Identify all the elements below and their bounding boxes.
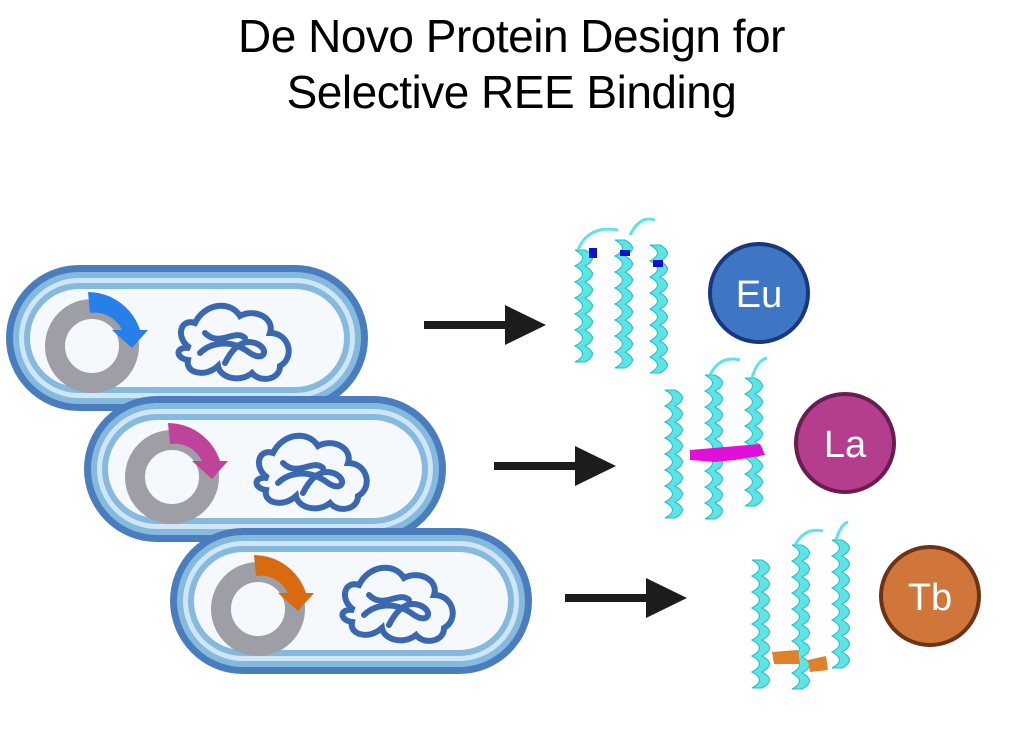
- arrow-right-icon: [565, 578, 687, 618]
- ion-badge-tb: Tb: [879, 545, 981, 647]
- plasmid-icon: [125, 423, 228, 524]
- protein-structure-eu: [573, 217, 668, 374]
- cell-eu: [6, 265, 368, 411]
- title-line-1: De Novo Protein Design for: [238, 10, 785, 62]
- cell-la: [84, 396, 446, 542]
- cell-tb: [170, 528, 532, 674]
- arrow-right-icon: [424, 305, 546, 345]
- plasmid-icon: [211, 555, 314, 656]
- ion-badge-la: La: [794, 392, 896, 494]
- protein-structure-la: [663, 356, 768, 520]
- ion-label-la: La: [824, 424, 867, 466]
- ion-badge-eu: Eu: [708, 242, 810, 344]
- protein-structure-tb: [750, 520, 850, 690]
- ion-label-tb: Tb: [908, 577, 952, 619]
- title-line-2: Selective REE Binding: [286, 66, 737, 118]
- ion-label-eu: Eu: [736, 274, 782, 316]
- plasmid-icon: [45, 292, 148, 393]
- figure-title: De Novo Protein Design for Selective REE…: [0, 8, 1023, 120]
- arrow-right-icon: [494, 446, 616, 486]
